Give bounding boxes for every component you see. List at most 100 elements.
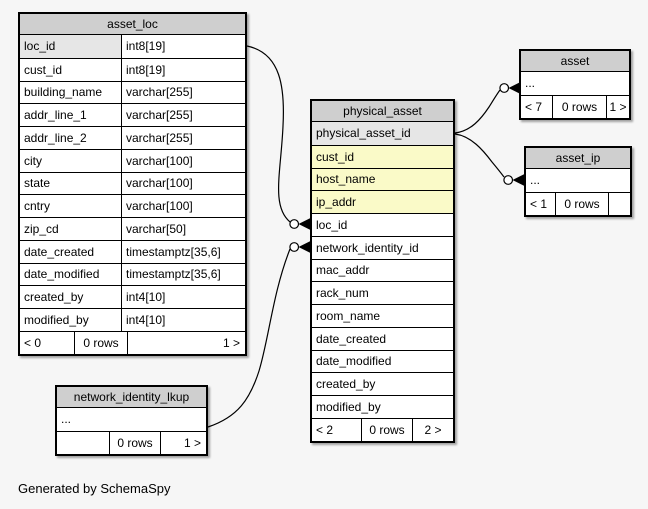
table-network-identity-lkup[interactable]: network_identity_lkup ... 0 rows 1 > <box>55 385 208 456</box>
table-physical-asset[interactable]: physical_asset physical_asset_id cust_id… <box>310 99 455 443</box>
table-asset-ip-title[interactable]: asset_ip <box>526 148 630 169</box>
table-row: created_by <box>312 372 453 395</box>
column-type: timestamptz[35,6] <box>126 244 221 259</box>
table-footer: < 7 0 rows 1 > <box>521 94 629 118</box>
table-row: network_identity_id <box>312 235 453 259</box>
column-name: modified_by <box>20 309 122 331</box>
table-row: cust_id int8[19] <box>20 57 245 81</box>
row-count: 0 rows <box>552 95 606 118</box>
zero-circle-icon <box>503 175 514 185</box>
column-name: host_name <box>312 168 453 191</box>
crowfoot-icon <box>512 174 524 186</box>
table-row: cust_id <box>312 144 453 168</box>
column-name: date_modified <box>316 354 392 369</box>
table-row: zip_cd varchar[50] <box>20 217 245 240</box>
table-physical-asset-title[interactable]: physical_asset <box>312 101 453 122</box>
table-row: cntry varchar[100] <box>20 194 245 217</box>
ellipsis-row: ... <box>530 173 541 188</box>
table-row: ip_addr <box>312 190 453 213</box>
pager-prev[interactable]: < 7 <box>525 99 543 114</box>
table-row: rack_num <box>312 281 453 304</box>
table-row: date_created timestamptz[35,6] <box>20 239 245 263</box>
table-row: ... <box>521 72 629 95</box>
table-row: city varchar[100] <box>20 148 245 172</box>
pager-next[interactable]: 1 > <box>127 331 245 354</box>
pager-prev[interactable]: < 0 <box>24 335 42 350</box>
column-type: varchar[100] <box>126 176 193 191</box>
table-row: loc_id <box>312 213 453 236</box>
edge-assetloc-to-physicalasset <box>246 45 291 223</box>
column-name: cust_id <box>312 145 453 168</box>
table-row: host_name <box>312 167 453 191</box>
column-name: ip_addr <box>312 191 453 213</box>
pager-prev <box>57 432 109 454</box>
table-row: created_by int4[10] <box>20 285 245 308</box>
table-row: modified_by int4[10] <box>20 308 245 331</box>
table-asset-title[interactable]: asset <box>521 51 629 72</box>
table-row: date_created <box>312 326 453 350</box>
table-footer: < 0 0 rows 1 > <box>20 330 245 354</box>
table-asset-loc[interactable]: asset_loc loc_id int8[19] cust_id int8[1… <box>18 12 247 356</box>
ellipsis-row: ... <box>61 412 72 427</box>
column-name: date_created <box>20 240 122 263</box>
column-name: physical_asset_id <box>312 122 453 145</box>
table-footer: 0 rows 1 > <box>57 430 206 454</box>
table-row: addr_line_1 varchar[255] <box>20 103 245 126</box>
column-name: state <box>20 172 122 195</box>
column-type: varchar[255] <box>126 85 193 100</box>
column-type: varchar[255] <box>126 130 193 145</box>
column-name: cust_id <box>20 58 122 81</box>
column-name: network_identity_id <box>316 240 419 255</box>
table-footer: < 1 0 rows <box>526 191 630 215</box>
table-row: ... <box>526 169 630 192</box>
table-row: physical_asset_id <box>312 122 453 145</box>
zero-circle-icon <box>289 219 300 229</box>
pager-prev[interactable]: < 1 <box>530 196 548 211</box>
column-name: created_by <box>316 377 376 392</box>
column-type: varchar[50] <box>126 221 187 236</box>
column-type: int4[10] <box>126 290 166 305</box>
table-asset-ip[interactable]: asset_ip ... < 1 0 rows <box>524 146 632 217</box>
column-type: varchar[255] <box>126 108 193 123</box>
table-row: modified_by <box>312 395 453 418</box>
table-row: date_modified <box>312 349 453 373</box>
pager-next[interactable]: 1 > <box>160 431 206 454</box>
crowfoot-icon <box>298 241 310 253</box>
column-type: int8[19] <box>126 39 166 54</box>
column-type: int4[10] <box>126 312 166 327</box>
table-row: mac_addr <box>312 258 453 282</box>
pager-next <box>608 192 630 215</box>
pager-next[interactable]: 2 > <box>412 418 453 441</box>
table-footer: < 2 0 rows 2 > <box>312 417 453 441</box>
column-name: rack_num <box>316 286 369 301</box>
row-count: 0 rows <box>361 418 412 441</box>
column-type: int8[19] <box>126 62 166 77</box>
pager-prev[interactable]: < 2 <box>316 422 334 437</box>
table-row: date_modified timestamptz[35,6] <box>20 262 245 286</box>
column-name: date_modified <box>20 263 122 286</box>
pager-next[interactable]: 1 > <box>606 95 629 118</box>
edge-physicalasset-to-assetip <box>454 133 505 178</box>
table-asset[interactable]: asset ... < 7 0 rows 1 > <box>519 49 631 120</box>
zero-circle-icon <box>289 242 300 252</box>
table-asset-loc-title[interactable]: asset_loc <box>20 14 245 35</box>
column-name: cntry <box>20 195 122 217</box>
zero-circle-icon <box>499 83 510 93</box>
row-count: 0 rows <box>74 331 127 354</box>
table-row: room_name <box>312 304 453 327</box>
row-count: 0 rows <box>555 192 608 215</box>
column-name: created_by <box>20 286 122 308</box>
crowfoot-icon <box>298 218 310 230</box>
edge-physicalasset-to-asset <box>454 89 501 134</box>
column-type: varchar[100] <box>126 199 193 214</box>
column-name: addr_line_1 <box>20 104 122 126</box>
table-network-identity-lkup-title[interactable]: network_identity_lkup <box>57 387 206 408</box>
table-row: building_name varchar[255] <box>20 80 245 104</box>
table-row: addr_line_2 varchar[255] <box>20 126 245 149</box>
column-name: loc_id <box>316 217 348 232</box>
table-row: ... <box>57 408 206 431</box>
column-name: loc_id <box>20 35 122 58</box>
column-name: date_created <box>316 331 387 346</box>
column-name: addr_line_2 <box>20 127 122 149</box>
column-name: city <box>20 149 122 172</box>
